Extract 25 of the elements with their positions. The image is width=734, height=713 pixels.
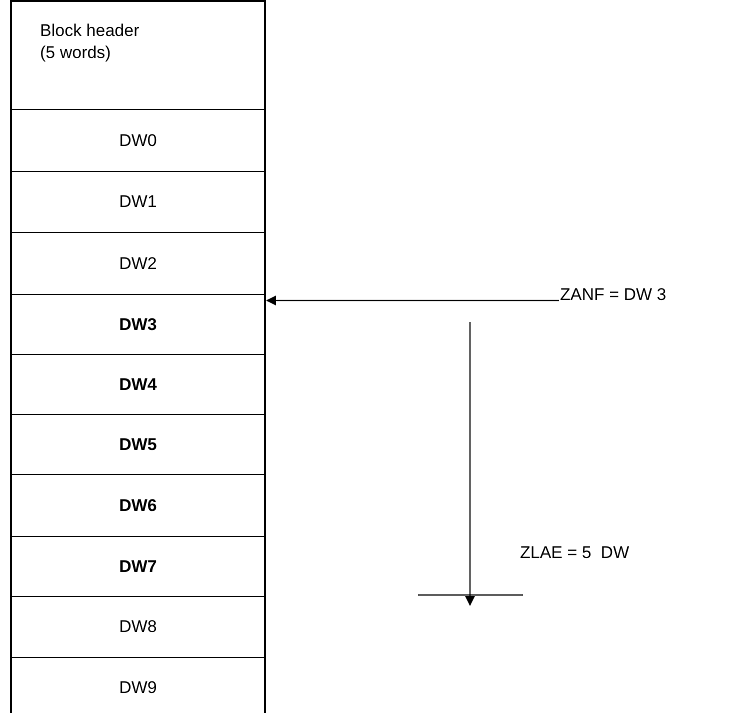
memory-cell: [10, 658, 266, 713]
memory-cell: [10, 415, 266, 475]
memory-cell: [10, 597, 266, 658]
pointer-label: ZANF = DW 3: [560, 284, 666, 306]
data-word-text: DW0: [119, 130, 157, 150]
memory-cell: [10, 475, 266, 537]
data-word-text: DW6: [119, 496, 157, 516]
data-word-text: DW2: [119, 254, 157, 274]
memory-cell: [10, 233, 266, 295]
memory-cell: [10, 295, 266, 355]
header-text: Block header (5 words): [40, 20, 140, 64]
memory-cell: [10, 537, 266, 597]
memory-cell: [10, 110, 266, 172]
memory-cell: [10, 0, 266, 110]
arrow: [266, 296, 559, 306]
data-word-text: DW4: [119, 374, 157, 394]
data-word-text: DW9: [119, 678, 157, 698]
data-word-text: DW8: [119, 617, 157, 637]
data-word-text: DW5: [119, 434, 157, 454]
data-word-text: DW3: [119, 314, 157, 334]
data-word-text: DW7: [119, 556, 157, 576]
memory-cell: [10, 355, 266, 415]
data-word-text: DW1: [119, 192, 157, 212]
dimension-label: ZLAE = 5 DW: [520, 542, 630, 564]
memory-cell: [10, 172, 266, 233]
